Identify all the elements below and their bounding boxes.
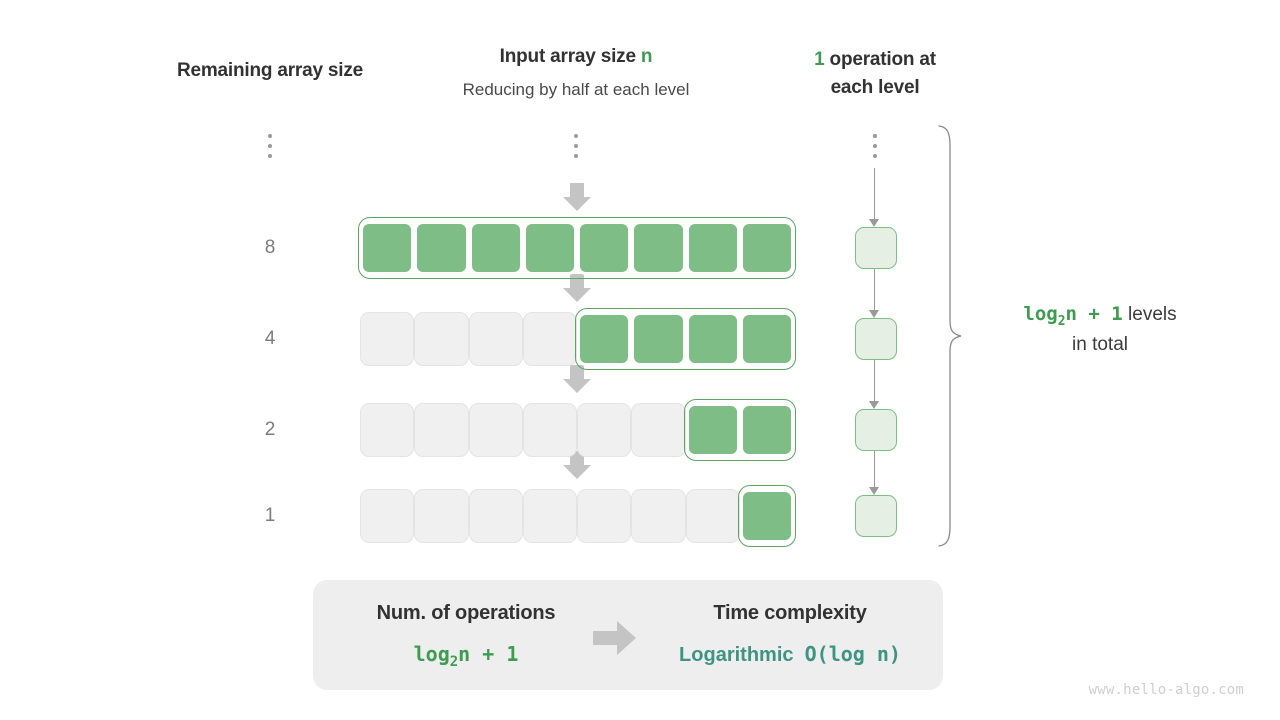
array-row <box>360 308 796 370</box>
summary-complexity-notation: O(log n) <box>804 642 901 666</box>
array-cell-active <box>739 403 794 457</box>
column-header-input-prefix: Input array size <box>499 46 641 67</box>
array-row <box>358 217 796 279</box>
array-cell-discarded <box>468 489 523 543</box>
halving-down-arrow-icon <box>563 274 591 302</box>
array-cell-discarded <box>360 489 415 543</box>
levels-caption-line2: in total <box>1072 334 1128 356</box>
array-cell-active <box>685 221 740 275</box>
array-cell-discarded <box>631 403 686 457</box>
column-header-operations: 1 operation at each level <box>775 46 975 101</box>
array-cell-discarded <box>360 403 415 457</box>
operation-connector-arrowhead-icon <box>869 487 879 495</box>
halving-down-arrow-icon <box>563 183 591 211</box>
halving-down-arrow-icon <box>563 451 591 479</box>
summary-right-arrow-icon <box>593 621 636 655</box>
row-size-label: 8 <box>264 237 276 258</box>
array-cell-active <box>522 221 577 275</box>
array-cell-active <box>577 221 632 275</box>
array-cell-discarded <box>522 403 577 457</box>
levels-caption-tail: levels <box>1122 304 1177 325</box>
array-cell-active <box>631 221 686 275</box>
levels-total-caption: log2n + 1 levels in total <box>975 300 1225 360</box>
array-cell-active <box>577 312 632 366</box>
array-row <box>360 485 796 547</box>
array-cell-discarded <box>414 489 469 543</box>
array-cell-active <box>739 312 794 366</box>
operation-box <box>855 495 897 537</box>
summary-operations-title: Num. of operations <box>376 602 556 624</box>
halving-down-arrow-icon <box>563 365 591 393</box>
column-header-op-count: 1 <box>814 49 825 70</box>
levels-formula: log2n + 1 <box>1023 303 1123 329</box>
array-cell-discarded <box>522 489 577 543</box>
column-subheader-reducing-by-half: Reducing by half at each level <box>462 80 690 99</box>
vertical-ellipsis-icon-right <box>868 134 882 158</box>
operation-connector-line <box>874 360 876 402</box>
operation-box <box>855 227 897 269</box>
operation-connector-arrowhead-icon <box>869 219 879 227</box>
array-cell-discarded <box>468 312 523 366</box>
array-cell-discarded <box>577 489 632 543</box>
array-cell-active <box>360 221 415 275</box>
array-cell-discarded <box>468 403 523 457</box>
array-cell-discarded <box>522 312 577 366</box>
array-cell-discarded <box>631 489 686 543</box>
array-row <box>360 399 796 461</box>
array-cell-discarded <box>577 403 632 457</box>
array-cell-active <box>468 221 523 275</box>
array-cell-active <box>685 312 740 366</box>
operation-connector-arrowhead-icon <box>869 401 879 409</box>
summary-complexity-value: Logarithmic O(log n) <box>655 642 925 667</box>
levels-brace-icon <box>938 125 962 547</box>
row-size-label: 1 <box>264 505 276 526</box>
watermark: www.hello-algo.com <box>1088 682 1244 698</box>
operation-box <box>855 318 897 360</box>
array-cell-discarded <box>414 312 469 366</box>
array-cell-discarded <box>685 489 740 543</box>
vertical-ellipsis-icon-middle <box>569 134 583 158</box>
column-header-input-array-size: Input array size n <box>416 46 736 68</box>
summary-complexity-column: Time complexity Logarithmic O(log n) <box>655 602 925 667</box>
operation-connector-line <box>874 451 876 488</box>
array-cell-active <box>414 221 469 275</box>
array-cell-active <box>685 403 740 457</box>
vertical-ellipsis-icon-left <box>263 134 277 158</box>
summary-complexity-word: Logarithmic <box>679 644 794 666</box>
array-cell-active <box>739 489 794 543</box>
column-header-op-line2: each level <box>830 76 920 98</box>
array-cell-active <box>631 312 686 366</box>
array-cell-discarded <box>414 403 469 457</box>
row-size-label: 4 <box>264 328 276 349</box>
summary-operations-value: log2n + 1 <box>413 642 519 670</box>
summary-complexity-title: Time complexity <box>713 602 867 624</box>
array-cell-discarded <box>360 312 415 366</box>
column-header-remaining-size: Remaining array size <box>176 60 364 81</box>
operation-connector-line <box>874 168 876 220</box>
row-size-label: 2 <box>264 419 276 440</box>
column-header-op-line1: operation at <box>824 49 937 70</box>
operation-connector-arrowhead-icon <box>869 310 879 318</box>
summary-operations-column: Num. of operations log2n + 1 <box>331 602 601 670</box>
column-header-input-var: n <box>640 46 653 67</box>
operation-connector-line <box>874 269 876 311</box>
array-cell-active <box>739 221 794 275</box>
operation-box <box>855 409 897 451</box>
